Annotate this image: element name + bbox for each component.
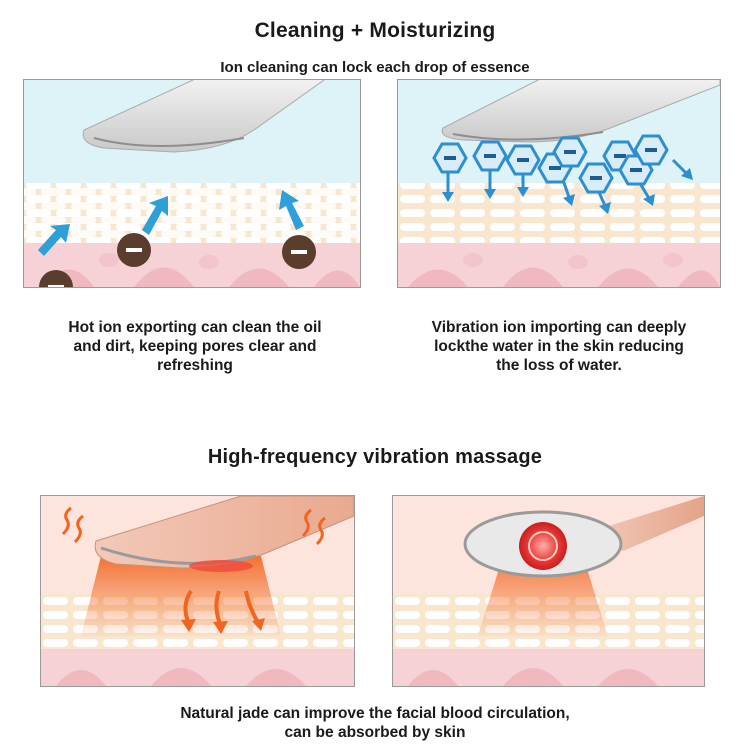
section-subtitle-cleaning: Ion cleaning can lock each drop of essen…	[220, 59, 530, 76]
heat-massage-illustration	[40, 495, 355, 687]
massage-head-icon	[463, 496, 704, 578]
red-light-illustration	[392, 495, 705, 687]
massage-head-icon	[94, 496, 354, 572]
massage-head-icon	[82, 80, 325, 153]
jade-caption: Natural jade can improve the facial bloo…	[180, 705, 570, 741]
heat-wave-icon	[61, 506, 326, 546]
section-title-massage: High-frequency vibration massage	[207, 446, 543, 468]
up-arrow-icon	[38, 190, 304, 256]
ion-exporting-caption: Hot ion exporting can clean the oil and …	[68, 319, 322, 374]
ion-hexagon-icon	[432, 134, 669, 194]
ion-exporting-illustration	[23, 79, 361, 288]
massage-head-icon	[441, 80, 720, 143]
ion-importing-caption: Vibration ion importing can deeply lockt…	[431, 319, 687, 374]
dirt-particle-icon	[39, 233, 316, 287]
ion-importing-illustration	[397, 79, 721, 288]
section-title-cleaning: Cleaning + Moisturizing	[254, 19, 496, 42]
